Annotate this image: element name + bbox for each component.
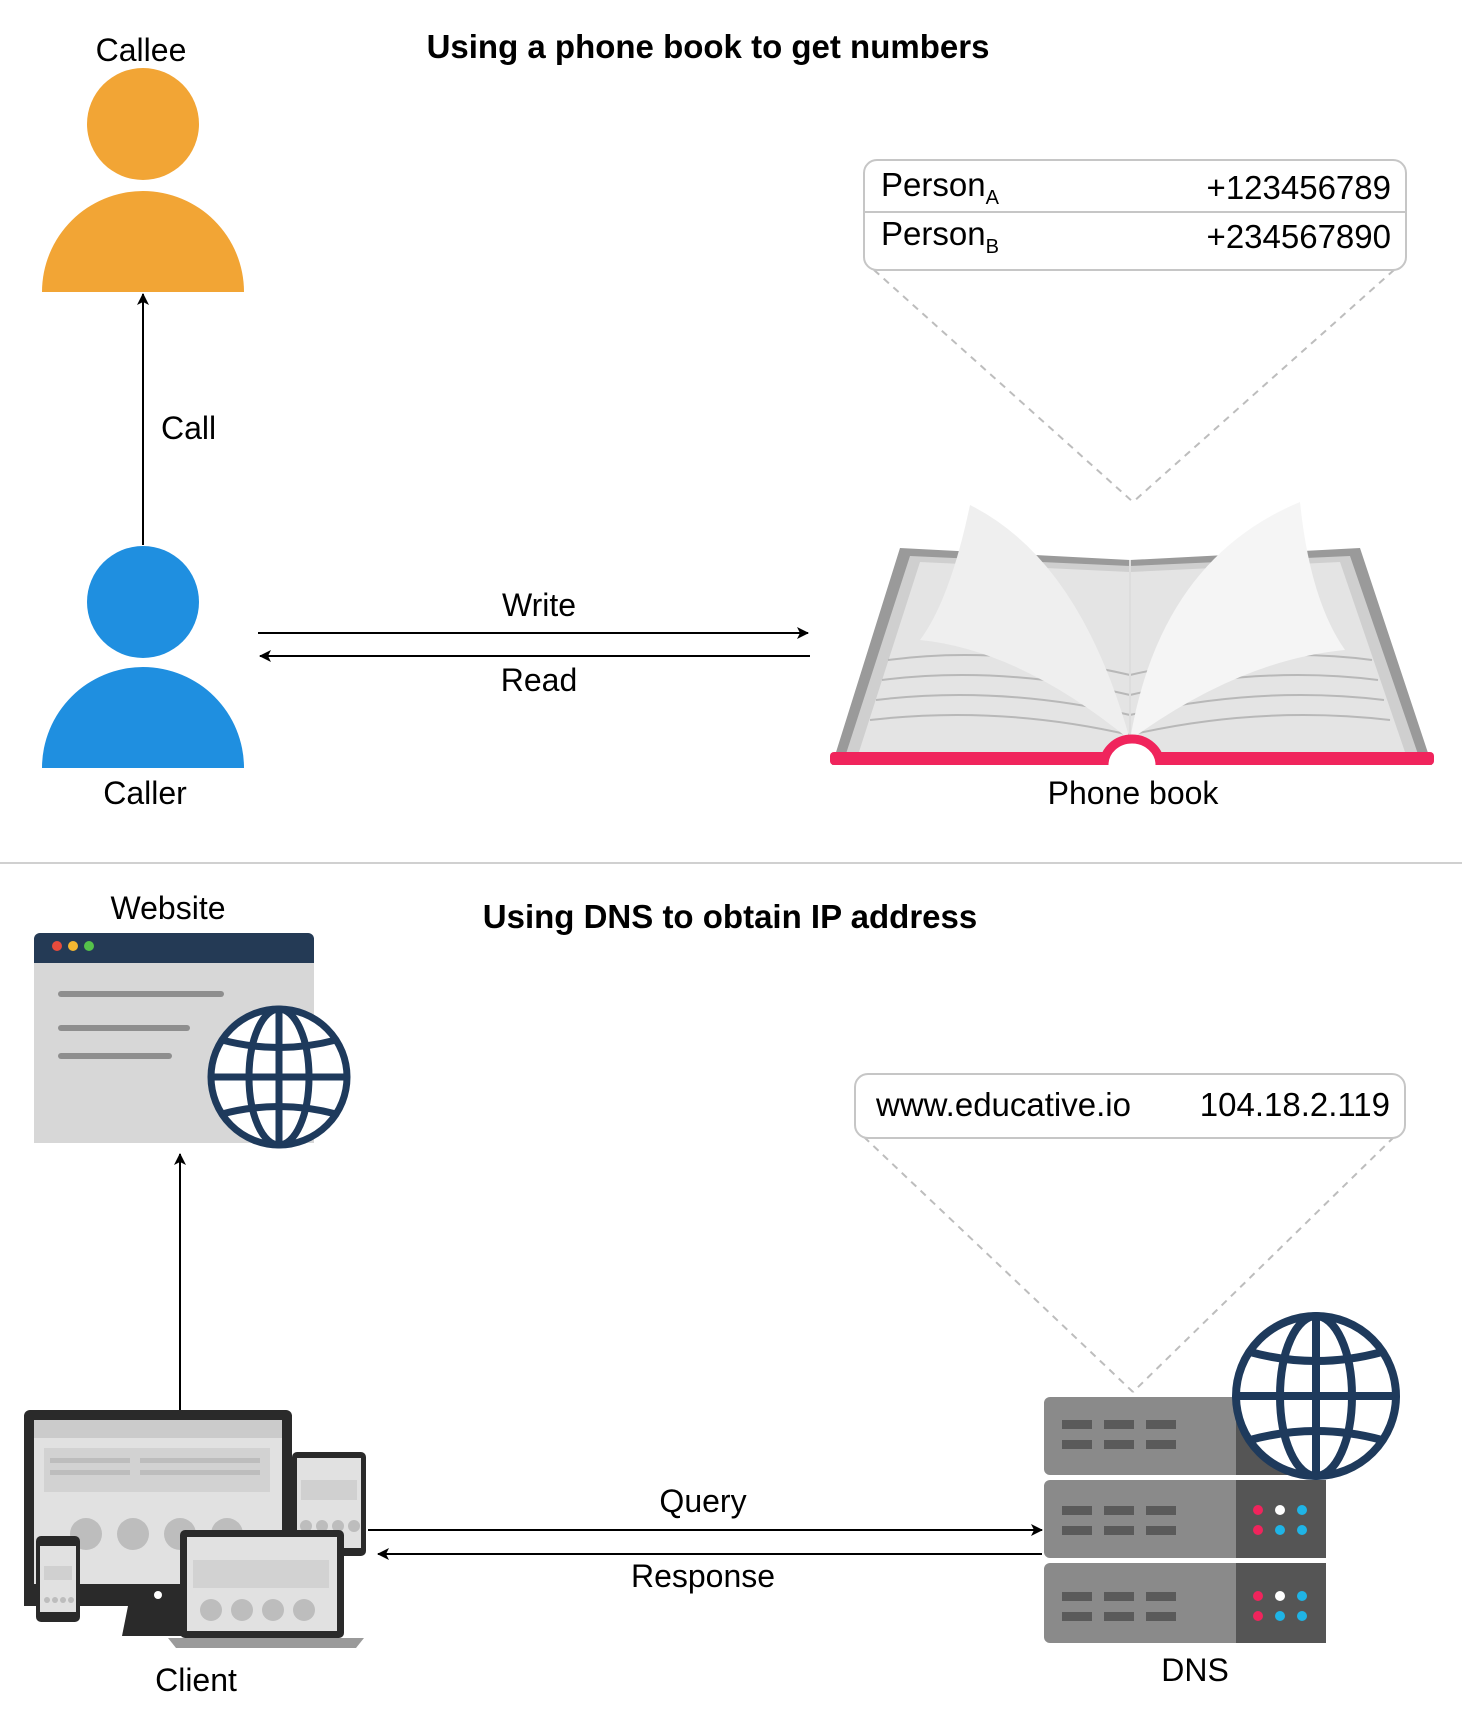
client-label: Client bbox=[155, 1662, 237, 1698]
dns-record-row: www.educative.io 104.18.2.119 bbox=[856, 1081, 1404, 1129]
section-title-dns: Using DNS to obtain IP address bbox=[482, 898, 978, 935]
dns-record-card: www.educative.io 104.18.2.119 bbox=[854, 1073, 1406, 1139]
entry-number: +123456789 bbox=[1206, 169, 1391, 206]
entry-subscript: B bbox=[985, 236, 999, 258]
dns-label: DNS bbox=[1161, 1652, 1229, 1688]
section-title-phonebook: Using a phone book to get numbers bbox=[426, 28, 990, 65]
client-devices-icon bbox=[24, 1410, 366, 1648]
call-label: Call bbox=[161, 410, 217, 446]
caller-person-icon bbox=[42, 546, 244, 768]
entry-number: +234567890 bbox=[1206, 218, 1391, 255]
phone-book-icon bbox=[830, 502, 1434, 766]
dns-globe-icon bbox=[1232, 1312, 1400, 1480]
phonebook-label: Phone book bbox=[1047, 775, 1219, 811]
phonebook-callout-lines bbox=[873, 269, 1395, 503]
callee-label: Callee bbox=[95, 32, 187, 68]
response-label: Response bbox=[630, 1558, 776, 1594]
query-label: Query bbox=[659, 1483, 747, 1519]
section-divider bbox=[0, 862, 1462, 864]
read-label: Read bbox=[500, 662, 578, 698]
website-globe-icon bbox=[207, 1005, 351, 1149]
write-label: Write bbox=[501, 587, 577, 623]
website-label: Website bbox=[110, 890, 226, 926]
phonebook-entries-card: PersonA +123456789 PersonB +234567890 bbox=[863, 159, 1407, 271]
caller-label: Caller bbox=[103, 775, 187, 811]
entry-name-text: Person bbox=[881, 215, 986, 252]
dns-server-icon bbox=[1044, 1397, 1326, 1643]
entry-subscript: A bbox=[985, 187, 999, 209]
dns-record-domain: www.educative.io bbox=[876, 1086, 1131, 1123]
phonebook-entry-row: PersonB +234567890 bbox=[865, 213, 1405, 261]
dns-record-ip: 104.18.2.119 bbox=[1199, 1086, 1390, 1123]
entry-name: PersonB bbox=[881, 215, 999, 259]
entry-name: PersonA bbox=[881, 166, 999, 210]
phonebook-entry-row: PersonA +123456789 bbox=[865, 165, 1405, 213]
dns-callout-lines bbox=[863, 1136, 1395, 1393]
callee-person-icon bbox=[42, 68, 244, 292]
entry-name-text: Person bbox=[881, 166, 986, 203]
